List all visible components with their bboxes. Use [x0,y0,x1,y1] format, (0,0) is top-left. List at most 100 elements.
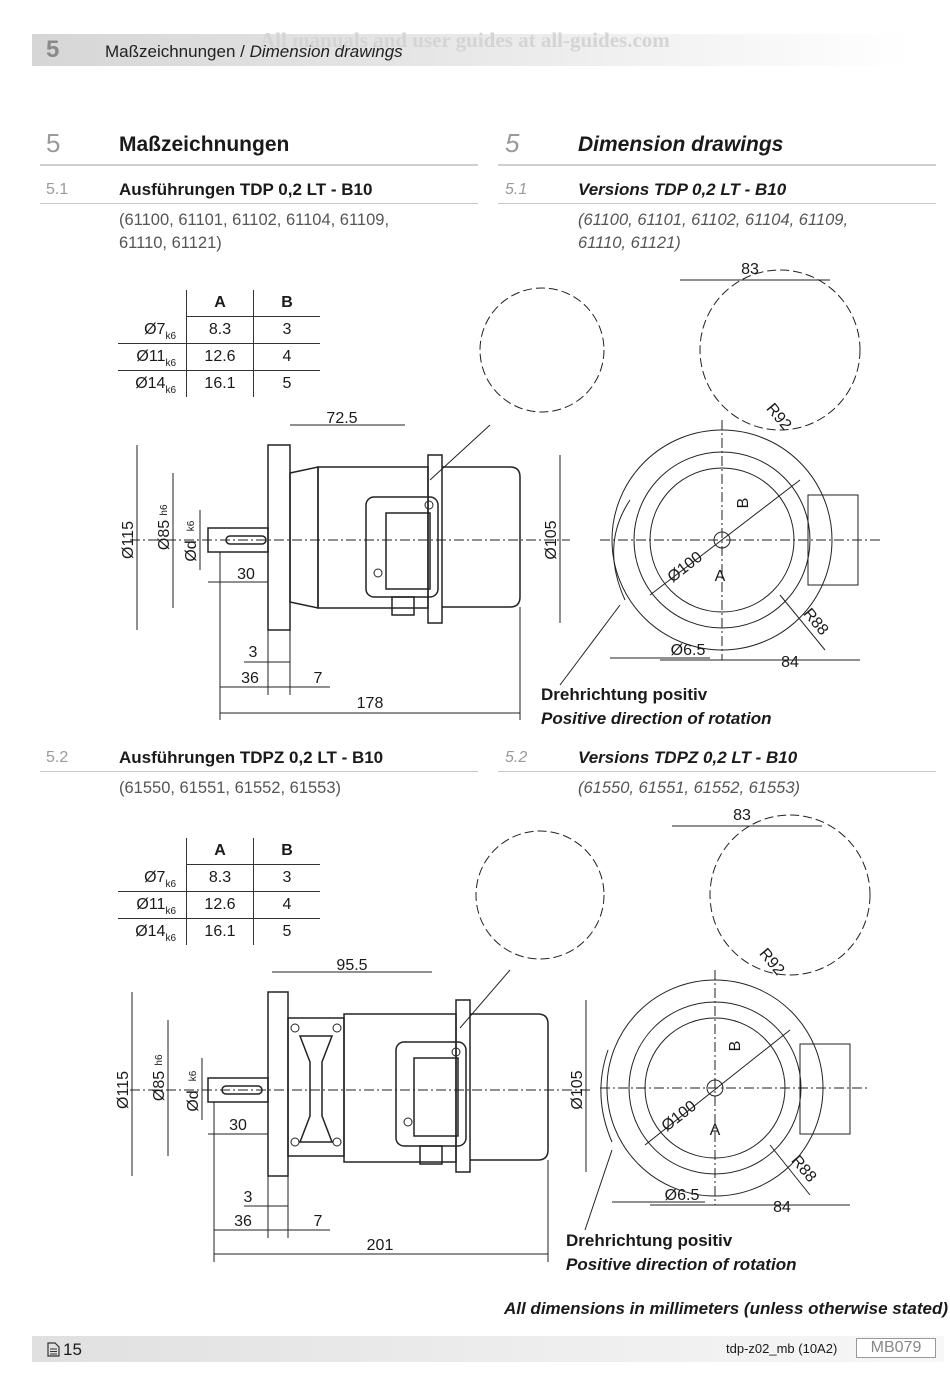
header-title: Maßzeichnungen / Dimension drawings [105,42,403,62]
dim-label: 3 [249,644,258,661]
dim-label: k6 [186,520,197,531]
row-b: 4 [253,343,320,371]
housing [343,1013,457,1163]
dim-label: Ød [185,1090,202,1111]
row-diameter: Ø7 [144,320,166,338]
sub2-col-b: B [253,838,320,865]
sub1-number-en: 5.1 [505,181,528,198]
terminal-box [365,496,439,598]
header-title-sep: / [235,42,250,61]
row-tolerance: k6 [165,358,176,369]
sub2-dimension-drawing: 95.5 30 3 36 7 201 83 A Ø6.5 84 Ø115 Ø85… [115,807,871,1262]
radius-line [769,1144,811,1196]
sub1-variants-de: (61100, 61101, 61102, 61104, 61109, 6111… [119,209,389,255]
dim-label: 178 [357,695,384,712]
cable-gland [391,596,415,616]
table-row: Ø7k6 8.3 3 [118,316,320,344]
dim-label: 83 [741,261,759,278]
detail-circle [475,830,605,960]
watermark: All manuals and user guides at all-guide… [260,28,670,52]
dim-label: Ø100 [665,549,706,587]
dim-label: Ø115 [120,521,137,559]
dim-label: Ø115 [115,1071,132,1109]
sub1-title-de: Ausführungen TDP 0,2 LT - B10 [119,180,373,199]
dim-label: h6 [154,1054,165,1066]
row-tolerance: k6 [165,906,176,917]
header-title-de: Maßzeichnungen [105,42,236,61]
adapter [289,466,319,609]
sub1-variants-de-line1: (61100, 61101, 61102, 61104, 61109, [119,211,390,229]
header-title-en: Dimension drawings [249,42,403,61]
row-tolerance: k6 [165,878,176,890]
leader-line [584,1149,613,1231]
cable-gland [419,1145,443,1165]
sub1-rotation-en: Positive direction of rotation [541,709,772,728]
dim-label: 36 [234,1213,252,1230]
row-a: 16.1 [186,370,254,397]
coupling [287,1017,345,1157]
rear-cover [442,466,521,608]
table-row: Ø11k6 12.6 4 [118,343,320,371]
screw-icon [332,1137,342,1147]
row-a: 8.3 [186,864,254,892]
dim-label: R88 [799,605,831,638]
housing-ring [455,999,471,1173]
detail-leader [459,969,511,1029]
dim-label: Ø85 [156,520,173,550]
dim-label: h6 [159,504,170,516]
dim-label: Ø6.5 [665,1187,700,1204]
dim-label: k6 [188,1070,199,1081]
row-b: 5 [282,375,292,392]
units-footnote: All dimensions in millimeters (unless ot… [503,1299,948,1318]
sub2-rotation-caption: Drehrichtung positiv Positive direction … [566,1229,796,1277]
dim-label: Ø105 [569,1070,586,1109]
sub2-number-de: 5.2 [46,749,69,766]
dim-label: Ød [183,540,200,561]
page-number-value: 15 [63,1340,82,1359]
screw-icon [373,568,383,578]
detail-circle [699,269,861,431]
table-row: Ø14k6 16.1 5 [118,370,320,397]
housing-ring [427,454,443,624]
section-title-en: Dimension drawings [578,133,784,156]
housing [317,466,429,609]
diameter-line [644,1029,791,1146]
row-tolerance: k6 [165,933,176,944]
dim-label: Ø6.5 [671,642,706,659]
table-row: Ø7k6 8.3 3 [118,864,320,892]
section-rule-en [498,164,936,166]
dim-label: 3 [244,1189,253,1206]
table-row: Ø14k6 16.1 5 [118,918,320,945]
sub1-rule-en [498,203,936,204]
sub2-col-a: A [186,838,254,865]
terminal-lid [413,1057,459,1137]
sub2-title-en: Versions TDPZ 0,2 LT - B10 [578,748,798,767]
leader-line [559,604,621,686]
sub2-title-de: Ausführungen TDPZ 0,2 LT - B10 [119,748,384,767]
dim-label: 7 [314,670,323,687]
dim-label: Ø105 [543,520,560,559]
sub1-dimension-table: A B Ø7k6 8.3 3 Ø11k6 12.6 4 Ø14k6 16.1 5 [118,290,320,397]
sub2-dimension-table: A B Ø7k6 8.3 3 Ø11k6 12.6 4 Ø14k6 16.1 5 [118,838,320,945]
screw-icon [451,1047,461,1057]
sub1-variants-en-line1: (61100, 61101, 61102, 61104, 61109, [578,211,849,229]
document-id: tdp-z02_mb (10A2) [726,1341,838,1356]
dim-label: 84 [773,1199,791,1216]
front-terminal-box [799,1043,851,1135]
screw-icon [290,1023,300,1033]
dim-label: Ø100 [659,1098,700,1136]
dim-label: 84 [781,654,799,671]
page-number: 15 [47,1340,82,1360]
row-diameter: Ø14 [135,375,166,392]
dim-label: 83 [733,807,751,824]
dim-label: B [735,498,752,509]
sub1-rule-de [40,203,478,204]
dim-label: R92 [755,945,787,978]
row-b: 3 [253,316,320,344]
header-section-number: 5 [46,36,60,63]
footer-bar [32,1336,944,1362]
dim-label: 201 [367,1237,394,1254]
coupling-element [298,1035,334,1143]
dim-label: R88 [787,1152,819,1185]
section-title-de: Maßzeichnungen [119,133,290,156]
